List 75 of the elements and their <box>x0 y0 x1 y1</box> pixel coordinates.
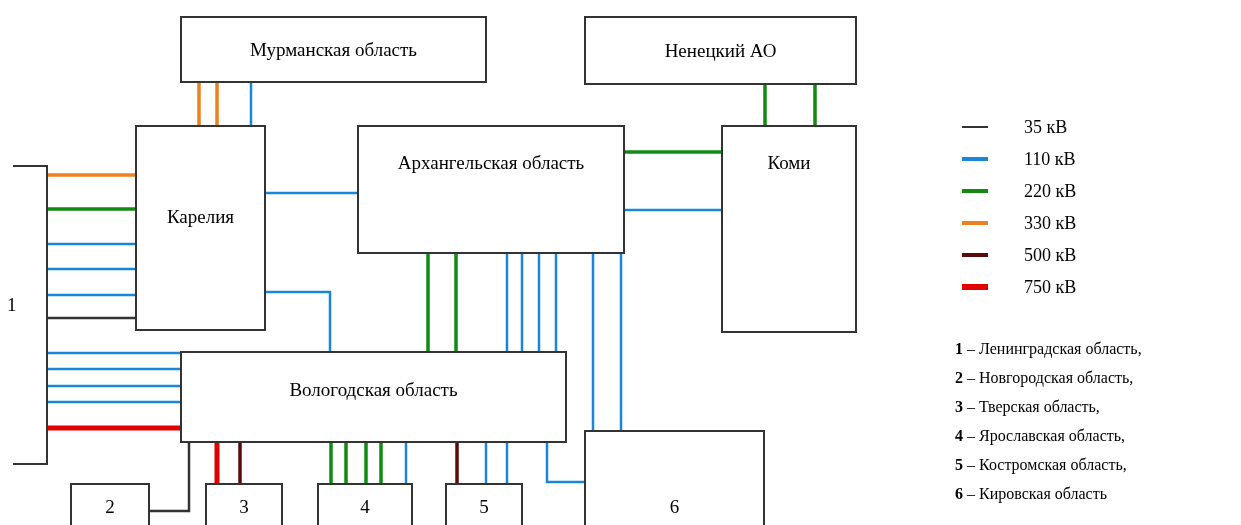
power-line <box>520 254 524 351</box>
power-line <box>48 400 180 404</box>
power-line <box>48 425 180 431</box>
power-line <box>197 83 201 125</box>
power-line <box>48 242 135 246</box>
power-line <box>625 208 721 212</box>
power-line <box>48 267 135 271</box>
region-box <box>180 351 567 443</box>
power-line <box>404 443 408 483</box>
power-line <box>48 384 180 388</box>
region-name: 1 <box>7 293 17 317</box>
region-box <box>584 430 765 525</box>
legend-text: 35 кВ <box>1024 115 1068 139</box>
legend-note: 5 – Костромская область, <box>955 455 1128 476</box>
power-line <box>48 316 135 320</box>
power-line <box>48 293 135 297</box>
power-line <box>48 351 180 355</box>
region-name: Архангельская область <box>397 151 585 175</box>
region-box <box>70 483 150 525</box>
power-line <box>505 443 509 483</box>
region-box <box>721 125 857 333</box>
power-line <box>238 443 242 483</box>
power-line <box>554 254 558 351</box>
legend-text: 500 кВ <box>1024 243 1077 267</box>
region-box <box>584 16 857 85</box>
power-line <box>344 443 348 483</box>
region-name: 2 <box>105 495 115 519</box>
power-line <box>619 254 623 430</box>
region-name: 3 <box>239 495 249 519</box>
region-box <box>445 483 523 525</box>
power-line <box>763 85 767 125</box>
power-line <box>455 443 459 483</box>
region-name: Коми <box>767 151 811 175</box>
power-line <box>545 443 584 484</box>
power-line <box>150 443 191 513</box>
power-line <box>266 290 332 351</box>
region-box <box>357 125 625 254</box>
power-line <box>214 443 220 483</box>
power-line <box>537 254 541 351</box>
power-line <box>426 254 430 351</box>
region-name: Карелия <box>166 205 235 229</box>
legend-text: 750 кВ <box>1024 275 1077 299</box>
power-line <box>454 254 458 351</box>
legend-note: 6 – Кировская область <box>955 484 1108 505</box>
power-line <box>625 150 721 154</box>
power-line <box>249 83 253 125</box>
region-name: 6 <box>669 495 680 519</box>
power-line <box>591 254 595 430</box>
power-line <box>48 173 135 177</box>
legend-note: 4 – Ярославская область, <box>955 426 1127 447</box>
region-box <box>135 125 266 331</box>
legend-text: 220 кВ <box>1024 179 1077 203</box>
region-name: 4 <box>360 495 370 519</box>
legend-note: 2 – Новгородская область, <box>955 368 1135 389</box>
power-line <box>215 83 219 125</box>
region-box <box>180 16 487 83</box>
legend-note: 1 – Ленинградская область, <box>955 339 1142 360</box>
power-line <box>379 443 383 483</box>
legend-text: 330 кВ <box>1024 211 1077 235</box>
region-name: Мурманская область <box>250 37 417 62</box>
region-box <box>205 483 283 525</box>
power-line <box>505 254 509 351</box>
power-line <box>813 85 817 125</box>
region-name: Ненецкий АО <box>664 38 777 63</box>
power-line <box>484 443 488 483</box>
power-line <box>48 367 180 371</box>
power-line <box>329 443 333 483</box>
region-name: Вологодская область <box>289 378 458 402</box>
region-box <box>317 483 413 525</box>
power-line <box>364 443 368 483</box>
legend-note: 3 – Тверская область, <box>955 397 1101 418</box>
legend-text: 110 кВ <box>1024 147 1076 171</box>
power-line <box>48 207 135 211</box>
power-line <box>266 191 357 195</box>
region-name: 5 <box>479 495 489 519</box>
